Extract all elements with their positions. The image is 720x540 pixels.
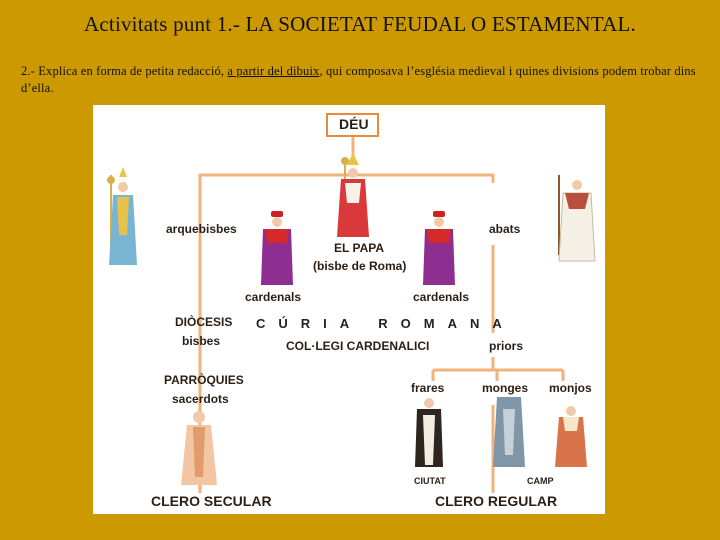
label-deu: DÉU <box>339 116 369 132</box>
instruction-part-2: , qui composava l’església medieval i qu… <box>21 64 696 95</box>
label-frares: frares <box>411 381 445 395</box>
church-hierarchy-diagram: DÉU arquebisbes abats EL PAPA (bisbe de … <box>93 105 605 514</box>
slide-title: Activitats punt 1.- LA SOCIETAT FEUDAL O… <box>84 12 636 36</box>
priest-figure <box>181 411 217 485</box>
cardinal-figure-left <box>261 211 293 285</box>
label-el-papa: EL PAPA <box>334 241 385 255</box>
label-monges: monges <box>482 381 529 395</box>
deu-box <box>326 113 379 137</box>
label-arquebisbes: arquebisbes <box>166 222 237 236</box>
cardinal-figure-right <box>423 211 455 285</box>
instruction-part-1: 2.- Explica en forma de petita redacció, <box>21 64 228 78</box>
pope-figure <box>337 153 369 237</box>
label-curia-romana: CÚRIA ROMANA <box>256 316 515 331</box>
label-monjos: monjos <box>549 381 592 395</box>
instruction-link: a partir del dibuix <box>227 64 320 78</box>
instruction-text: 2.- Explica en forma de petita redacció,… <box>21 63 701 97</box>
label-clero-secular: CLERO SECULAR <box>151 493 272 509</box>
label-camp: CAMP <box>527 476 554 486</box>
label-ciutat: CIUTAT <box>414 476 446 486</box>
label-clero-regular: CLERO REGULAR <box>435 493 558 509</box>
label-collegi-cardenalici: COL·LEGI CARDENALICI <box>286 339 430 353</box>
label-cardenals-right: cardenals <box>413 290 470 304</box>
label-parroquies: PARRÒQUIES <box>164 373 244 387</box>
diagram-connector-lines <box>107 137 596 493</box>
abbot-figure <box>558 175 596 262</box>
label-bisbes: bisbes <box>182 334 221 348</box>
friar-figure <box>415 398 443 467</box>
label-diocesis: DIÒCESIS <box>175 315 233 329</box>
label-cardenals-left: cardenals <box>245 290 302 304</box>
label-bisbe-de-roma: (bisbe de Roma) <box>313 259 407 273</box>
archbishop-figure <box>107 167 137 265</box>
label-priors: priors <box>489 339 524 353</box>
nun-figure <box>493 397 525 467</box>
label-abats: abats <box>489 222 521 236</box>
label-sacerdots: sacerdots <box>172 392 229 406</box>
monk-figure <box>555 406 587 467</box>
